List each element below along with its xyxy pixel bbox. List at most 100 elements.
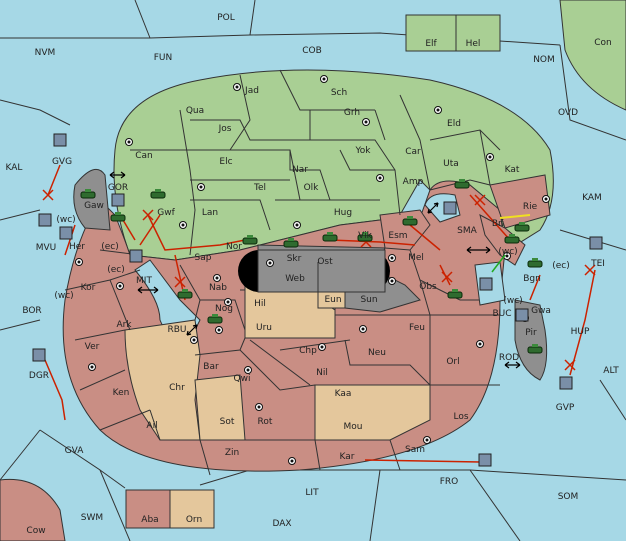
unit-label-gvg: GVG xyxy=(52,157,72,167)
order-arrow xyxy=(147,214,246,251)
fleet-unit-icon[interactable] xyxy=(129,249,143,263)
army-unit-icon[interactable] xyxy=(322,232,338,242)
army-unit-icon[interactable] xyxy=(110,212,126,222)
supply-center-dot xyxy=(361,327,365,331)
region-label-los: Los xyxy=(453,412,468,422)
supply-center-dot xyxy=(217,328,221,332)
supply-center-dot xyxy=(118,284,122,288)
region-label-tel: Tel xyxy=(253,183,266,193)
region-gaw[interactable] xyxy=(73,168,111,231)
coast-tag-wc4: (wc) xyxy=(503,296,522,306)
unit-label-dgr: DGR xyxy=(29,371,49,381)
fleet-unit-icon[interactable] xyxy=(111,193,125,207)
fleet-unit-icon[interactable] xyxy=(559,376,573,390)
fleet-unit-icon[interactable] xyxy=(38,213,52,227)
cut-marker xyxy=(142,209,154,221)
supply-center-dot xyxy=(322,77,326,81)
order-arrow xyxy=(364,459,481,463)
region-hel[interactable] xyxy=(455,14,501,52)
region-bri[interactable] xyxy=(479,214,526,266)
army-unit-icon[interactable] xyxy=(504,234,520,244)
army-unit-icon[interactable] xyxy=(207,314,223,324)
unit-label-gvp: GVP xyxy=(556,403,575,413)
region-mou[interactable] xyxy=(314,384,431,441)
region-label-hil: Hil xyxy=(254,299,266,309)
fleet-unit-icon[interactable] xyxy=(443,201,457,215)
fleet-unit-icon[interactable] xyxy=(479,277,493,291)
region-label-gwa: Gwa xyxy=(531,306,551,316)
fleet-unit-icon[interactable] xyxy=(59,226,73,240)
sea-label-kam: KAM xyxy=(582,193,602,203)
supply-center-dot xyxy=(192,338,196,342)
coast-tag-wc2: (wc) xyxy=(54,291,73,301)
supply-center-dot xyxy=(127,140,131,144)
army-unit-icon[interactable] xyxy=(242,235,258,245)
sea-label-rbu: RBU xyxy=(167,325,186,335)
sea-label-pol: POL xyxy=(217,13,235,23)
region-label-uta: Uta xyxy=(443,159,459,169)
coast-tag-wc3: (wc) xyxy=(498,247,517,257)
order-arrow xyxy=(64,224,76,256)
region-chr[interactable] xyxy=(124,319,201,441)
army-unit-icon[interactable] xyxy=(402,216,418,226)
region-label-nar: Nar xyxy=(292,165,308,175)
army-unit-icon[interactable] xyxy=(150,189,166,199)
fleet-unit-icon[interactable] xyxy=(53,133,67,147)
army-unit-icon[interactable] xyxy=(454,179,470,189)
sea-label-kal: KAL xyxy=(6,163,23,173)
order-arrow xyxy=(409,224,441,251)
region-label-yok: Yok xyxy=(354,146,371,156)
army-unit-icon[interactable] xyxy=(357,232,373,242)
region-label-jad: Jad xyxy=(244,86,259,96)
coast-tag-ec2: (ec) xyxy=(107,265,125,275)
region-label-cow: Cow xyxy=(26,526,45,536)
region-label-nor: Nor xyxy=(226,242,242,252)
supply-center-dot xyxy=(199,185,203,189)
region-label-hel: Hel xyxy=(466,39,481,49)
support-line-green xyxy=(491,254,506,273)
supply-center-dot xyxy=(544,197,548,201)
region-label-chr: Chr xyxy=(169,383,185,393)
fleet-unit-icon[interactable] xyxy=(589,236,603,250)
region-cow[interactable] xyxy=(0,478,66,541)
army-unit-icon[interactable] xyxy=(527,344,543,354)
supply-center-dot xyxy=(488,155,492,159)
region-label-elc: Elc xyxy=(219,157,232,167)
fleet-unit-icon[interactable] xyxy=(515,308,529,322)
supply-center-dot xyxy=(77,260,81,264)
sea-label-con: Con xyxy=(594,38,612,48)
coast-tag-wc1: (wc) xyxy=(56,215,75,225)
army-unit-icon[interactable] xyxy=(177,289,193,299)
region-label-rie: Rie xyxy=(523,202,538,212)
region-label-nab: Nab xyxy=(209,283,227,293)
region-label-bgn: Bgn xyxy=(523,274,541,284)
region-label-sap: Sap xyxy=(195,253,212,263)
region-label-esm: Esm xyxy=(388,231,407,241)
army-unit-icon[interactable] xyxy=(514,222,530,232)
cut-marker xyxy=(474,194,486,206)
region-label-jos: Jos xyxy=(218,124,232,134)
army-unit-icon[interactable] xyxy=(447,289,463,299)
region-label-obs: Obs xyxy=(419,282,437,292)
region-rie[interactable] xyxy=(489,174,551,229)
unit-label-mvu: MVU xyxy=(36,243,57,253)
army-unit-icon[interactable] xyxy=(527,258,543,268)
army-unit-icon[interactable] xyxy=(80,189,96,199)
fleet-unit-icon[interactable] xyxy=(32,348,46,362)
region-label-olk: Olk xyxy=(304,183,320,193)
region-label-kor: Kor xyxy=(81,283,96,293)
supply-center-dot xyxy=(390,279,394,283)
fleet-unit-icon[interactable] xyxy=(478,453,492,467)
region-orn[interactable] xyxy=(169,489,215,529)
region-sot[interactable] xyxy=(194,374,246,441)
region-label-eld: Eld xyxy=(447,119,461,129)
unit-label-tei: TEI xyxy=(590,259,605,269)
supply-center-dot xyxy=(235,85,239,89)
sea-label-fun: FUN xyxy=(154,53,173,63)
supply-center-dot xyxy=(505,254,509,258)
sea-label-bor: BOR xyxy=(22,306,41,316)
convoy-arrows xyxy=(109,171,521,369)
region-label-kat: Kat xyxy=(505,165,520,175)
army-unit-icon[interactable] xyxy=(283,238,299,248)
